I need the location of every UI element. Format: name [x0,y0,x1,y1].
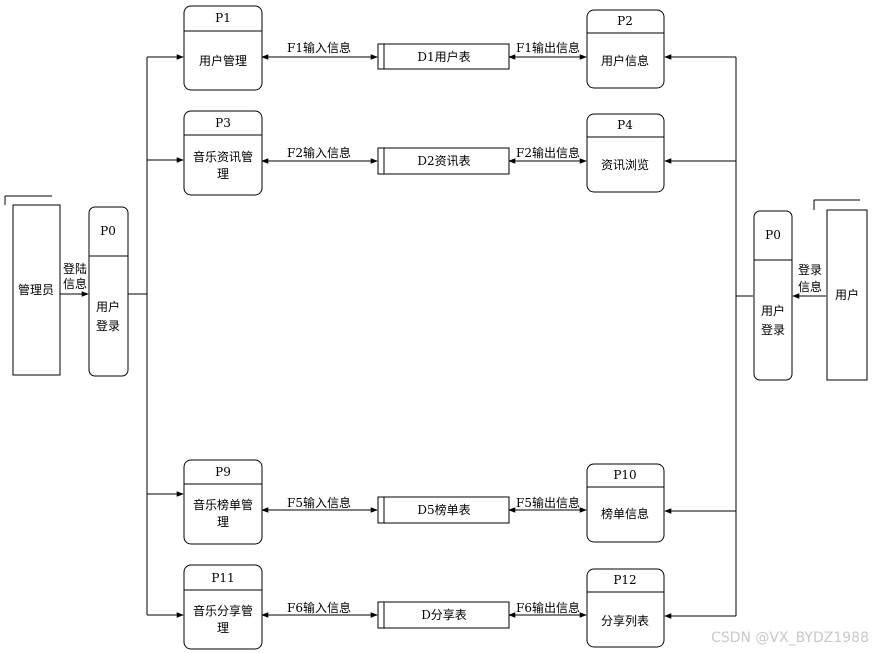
process-p9-id: P9 [215,465,231,479]
flow-f6-in-label: F6输入信息 [287,600,351,615]
flow-admin-login-line2: 信息 [63,276,87,291]
process-p0-left-line2: 登录 [96,318,120,333]
process-p3-line2: 理 [217,167,229,181]
process-p11-line2: 理 [217,621,229,635]
process-p4-label: 资讯浏览 [601,157,649,172]
flow-f6-out-label: F6输出信息 [516,600,580,615]
process-p2-label: 用户信息 [601,53,649,68]
process-p0-left-id: P0 [100,224,116,238]
process-p1-label: 用户管理 [199,53,247,68]
flow-f5-out-label: F5输出信息 [516,495,580,510]
process-p11-line1: 音乐分享管 [193,603,253,618]
process-p0-right-line1: 用户 [761,303,785,318]
flow-f2-in-label: F2输入信息 [287,145,351,160]
process-p0-left-line1: 用户 [96,299,120,314]
store-d2-label: D2资讯表 [417,154,470,168]
process-p9-line1: 音乐榜单管 [193,497,253,512]
process-p0-right-line2: 登录 [761,322,785,337]
process-p12: P12 分享列表 [586,568,665,648]
process-p10: P10 榜单信息 [586,463,665,543]
store-d1: D1用户表 [377,43,510,70]
store-d2: D2资讯表 [377,147,510,175]
process-p3: P3 音乐资讯管 理 [183,110,263,196]
process-p9: P9 音乐榜单管 理 [183,459,263,545]
process-p2: P2 用户信息 [586,9,665,89]
process-p9-line2: 理 [217,515,229,529]
process-p10-label: 榜单信息 [601,506,649,521]
left-trunk [128,54,184,618]
process-p2-id: P2 [617,14,633,28]
flow-user-login-line1: 登录 [798,262,822,277]
process-p1-id: P1 [215,11,231,25]
entity-admin: 管理员 [4,195,61,376]
process-p3-line1: 音乐资讯管 [193,149,253,164]
process-p0-right-id: P0 [765,228,781,242]
process-p12-label: 分享列表 [601,613,649,628]
process-p11-id: P11 [211,571,234,585]
entity-user-label: 用户 [835,287,859,302]
flow-f1: F1输入信息 F1输出信息 [261,40,587,60]
store-d1-label: D1用户表 [417,49,470,64]
process-p4: P4 资讯浏览 [586,113,665,193]
flow-user-login-line2: 信息 [798,279,822,294]
flow-admin-login: 登陆 信息 [60,261,89,297]
right-trunk [664,54,753,619]
watermark-text: CSDN @VX_BYDZ1988 [711,630,869,646]
store-d6: D分享表 [377,601,510,629]
process-p12-id: P12 [613,573,636,587]
flow-f6: F6输入信息 F6输出信息 [261,600,587,618]
store-d5-label: D5榜单表 [417,502,470,517]
process-p0-left: P0 用户 登录 [88,206,129,377]
process-p0-right: P0 用户 登录 [753,210,793,381]
store-d6-label: D分享表 [421,607,467,622]
process-p10-id: P10 [613,468,636,482]
flow-f1-out-label: F1输出信息 [516,40,580,55]
flow-f5-in-label: F5输入信息 [287,495,351,510]
flow-f2-out-label: F2输出信息 [516,145,580,160]
flow-f1-in-label: F1输入信息 [287,40,351,55]
flow-f2: F2输入信息 F2输出信息 [261,145,587,164]
entity-user: 用户 [813,199,868,381]
process-p4-id: P4 [617,118,633,132]
flow-f5: F5输入信息 F5输出信息 [261,495,587,513]
flow-user-login: 登录 信息 [792,262,826,299]
flow-admin-login-line1: 登陆 [63,261,87,276]
process-p1: P1 用户管理 [183,5,263,91]
process-p11: P11 音乐分享管 理 [183,564,263,650]
entity-admin-label: 管理员 [18,282,54,297]
store-d5: D5榜单表 [377,496,510,524]
process-p3-id: P3 [215,116,231,130]
